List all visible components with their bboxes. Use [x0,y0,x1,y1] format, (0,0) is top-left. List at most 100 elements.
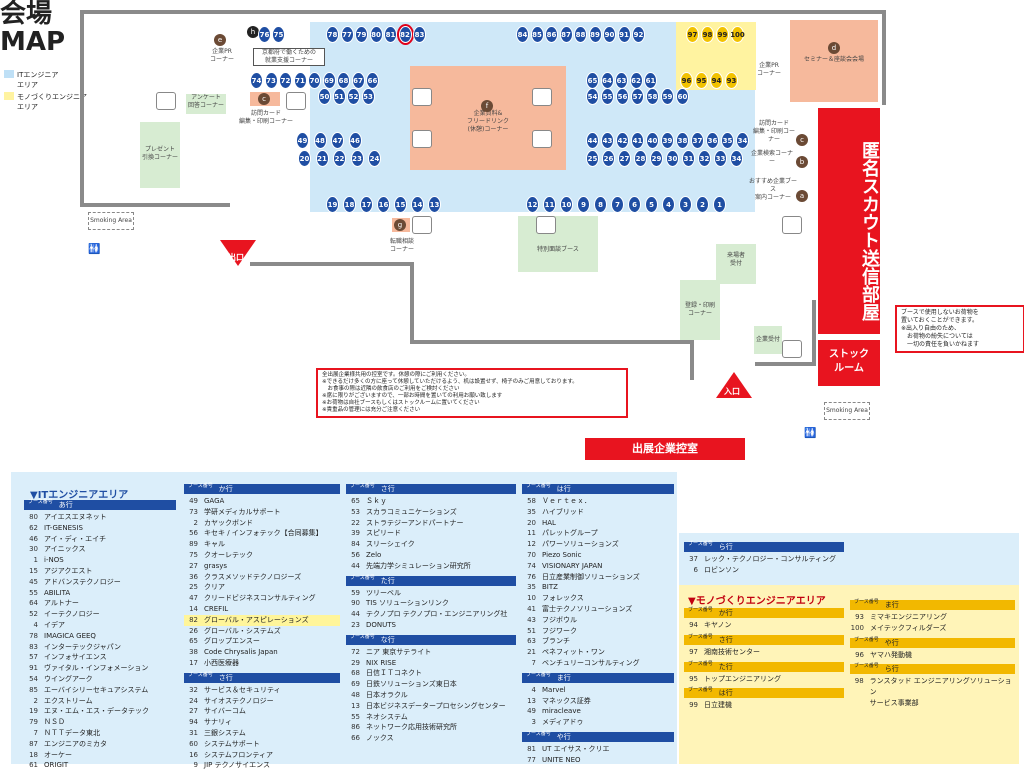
booth-40[interactable]: 40 [646,132,659,149]
booth-11[interactable]: 11 [543,196,556,213]
booth-52[interactable]: 52 [347,88,360,105]
booth-9[interactable]: 9 [577,196,590,213]
booth-32[interactable]: 32 [698,150,711,167]
booth-29[interactable]: 29 [650,150,663,167]
booth-4[interactable]: 4 [662,196,675,213]
booth-53[interactable]: 53 [361,88,375,105]
booth-69[interactable]: 69 [322,72,336,89]
booth-14[interactable]: 14 [411,196,424,213]
booth-83[interactable]: 83 [413,26,426,43]
booth-51[interactable]: 51 [332,88,346,105]
booth-88[interactable]: 88 [574,26,587,43]
booth-82[interactable]: 82 [398,26,412,43]
booth-18[interactable]: 18 [343,196,356,213]
booth-85[interactable]: 85 [530,26,544,43]
booth-81[interactable]: 81 [384,26,397,43]
booth-22[interactable]: 22 [333,150,346,167]
booth-75[interactable]: 75 [272,26,285,43]
booth-58[interactable]: 58 [646,88,659,105]
booth-92[interactable]: 92 [632,26,645,43]
booth-96[interactable]: 96 [680,72,693,89]
booth-47[interactable]: 47 [331,132,344,149]
booth-94[interactable]: 94 [710,72,723,89]
booth-26[interactable]: 26 [602,150,615,167]
booth-35[interactable]: 35 [721,132,734,149]
booth-1[interactable]: 1 [713,196,726,213]
booth-30[interactable]: 30 [666,150,679,167]
booth-17[interactable]: 17 [360,196,373,213]
booth-16[interactable]: 16 [377,196,390,213]
booth-36[interactable]: 36 [706,132,719,149]
booth-61[interactable]: 61 [644,72,657,89]
booth-73[interactable]: 73 [264,72,278,89]
booth-74[interactable]: 74 [250,72,263,89]
booth-39[interactable]: 39 [661,132,674,149]
booth-90[interactable]: 90 [603,26,616,43]
booth-27[interactable]: 27 [618,150,631,167]
booth-2[interactable]: 2 [696,196,709,213]
booth-86[interactable]: 86 [545,26,558,43]
booth-60[interactable]: 60 [676,88,689,105]
booth-84[interactable]: 84 [516,26,529,43]
booth-42[interactable]: 42 [616,132,629,149]
booth-56[interactable]: 56 [616,88,629,105]
booth-13[interactable]: 13 [428,196,441,213]
booth-31[interactable]: 31 [682,150,695,167]
booth-28[interactable]: 28 [634,150,647,167]
booth-21[interactable]: 21 [315,150,329,167]
